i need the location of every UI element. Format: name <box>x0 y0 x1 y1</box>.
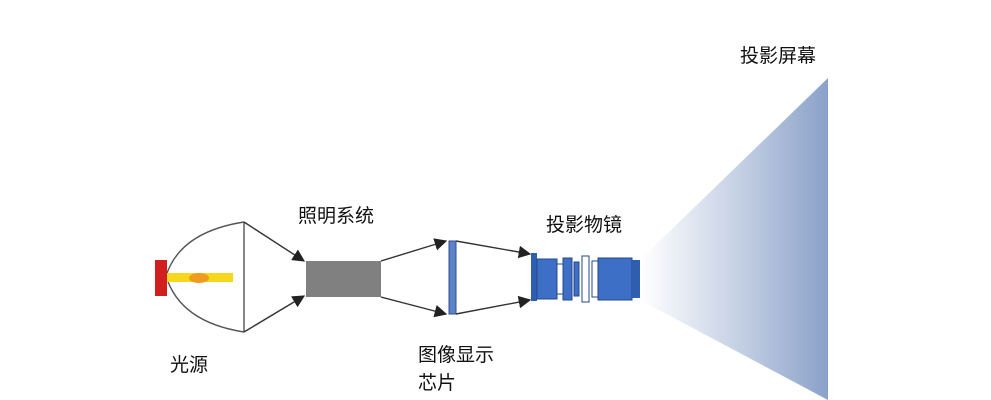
lamp-base <box>155 260 167 296</box>
filament <box>189 273 209 283</box>
arrow-lamp-to-illum-top <box>243 221 306 262</box>
image-chip <box>448 240 457 315</box>
illumination-block <box>306 261 381 297</box>
label-image-chip-line1: 图像显示 <box>418 344 495 366</box>
arrow-lamp-to-illum-bottom <box>243 295 306 333</box>
projection-lens <box>531 253 640 303</box>
cone-top <box>455 240 532 259</box>
arrow-illum-to-chip-top <box>380 238 448 262</box>
label-projection-screen: 投影屏幕 <box>740 45 817 67</box>
arrow-illum-to-chip-bottom <box>380 296 448 318</box>
cone-bottom <box>455 295 532 315</box>
label-image-chip-line2: 芯片 <box>418 372 457 394</box>
label-light-source: 光源 <box>170 354 209 376</box>
label-illumination-system: 照明系统 <box>298 205 375 227</box>
projection-beam <box>640 78 828 400</box>
label-projection-lens: 投影物镜 <box>546 214 623 236</box>
